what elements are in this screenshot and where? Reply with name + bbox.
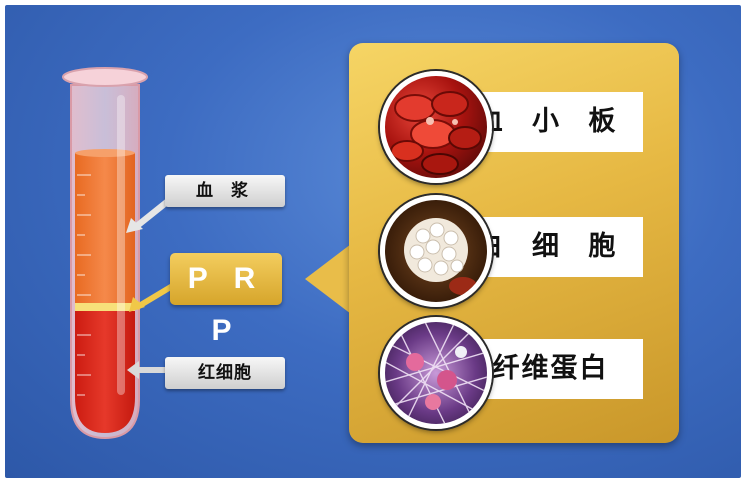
prp-arrow — [129, 281, 178, 312]
tube-illustration — [62, 67, 355, 440]
prp-label: P R P — [170, 253, 282, 347]
red-cell-layer — [75, 311, 135, 433]
platelet-micrograph-icon — [380, 71, 492, 183]
red-blood-cell-label: 红细胞 — [165, 357, 285, 389]
test-tube — [62, 67, 148, 440]
plasma-layer — [75, 153, 135, 305]
rbc-arrow — [127, 361, 167, 379]
plasma-label: 血 浆 — [165, 175, 285, 207]
slide-background: 血 浆 P R P 红细胞 血 小 板 白 细 胞 纤维蛋白 — [5, 5, 741, 478]
prp-layer — [75, 303, 135, 311]
leukocyte-micrograph-icon — [380, 195, 492, 307]
callout-pointer — [305, 241, 355, 317]
fibrin-micrograph-icon — [380, 317, 492, 429]
